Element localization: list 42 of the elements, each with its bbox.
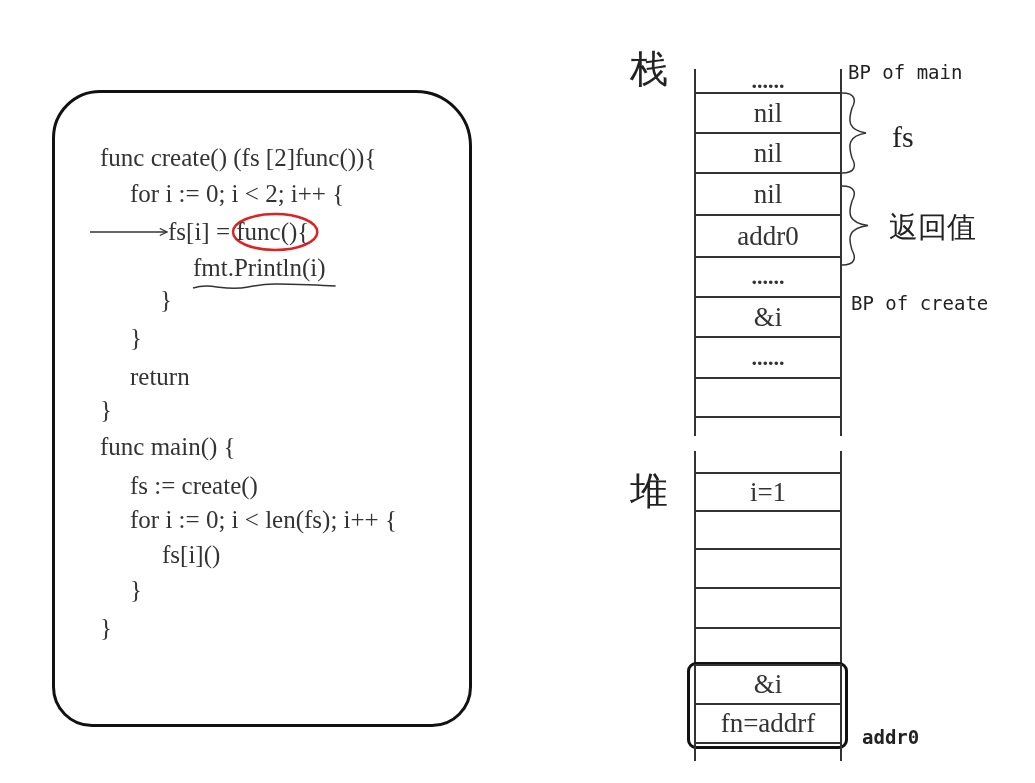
code-line: for i := 0; i < 2; i++ { [130, 179, 345, 209]
address-label: addr0 [862, 726, 920, 748]
memory-cell: fn=addrf [694, 703, 842, 744]
empty-memory-cell [694, 451, 842, 474]
section-label: 栈 [630, 46, 668, 93]
code-line: } [130, 323, 142, 353]
memory-cell: nil [694, 172, 842, 216]
memory-cell: i=1 [694, 472, 842, 512]
empty-memory-cell [694, 377, 842, 418]
code-line: } [160, 285, 172, 315]
memory-cell: nil [694, 92, 842, 134]
memory-cell: ...... [694, 336, 842, 379]
memory-cell: nil [694, 132, 842, 174]
code-line: } [100, 395, 112, 425]
code-line: } [100, 613, 112, 643]
code-line: fmt.Println(i) [193, 253, 326, 283]
empty-memory-cell [694, 587, 842, 629]
highlight-frame [687, 662, 848, 749]
brace-label: 返回值 [889, 209, 976, 246]
empty-memory-cell [694, 742, 842, 761]
empty-memory-cell [694, 548, 842, 589]
code-box [52, 90, 472, 727]
memory-cell: &i [694, 296, 842, 338]
code-line: fs := create() [130, 471, 258, 501]
code-line: for i := 0; i < len(fs); i++ { [130, 505, 397, 535]
memory-cell: &i [694, 664, 842, 705]
empty-memory-cell [694, 416, 842, 436]
pointer-label: BP of main [848, 61, 963, 83]
pointer-label: BP of create [851, 292, 989, 314]
code-line: func create() (fs [2]func()){ [100, 143, 377, 173]
memory-cell: ...... [694, 69, 842, 94]
brace-label: fs [892, 120, 914, 154]
code-line: fs[i] = func(){ [168, 217, 310, 247]
code-line: func main() { [100, 432, 236, 462]
memory-cell: ...... [694, 256, 842, 298]
empty-memory-cell [694, 510, 842, 550]
code-line: fs[i]() [162, 540, 221, 570]
code-line: return [130, 362, 190, 392]
arrow [89, 227, 168, 237]
code-line: } [130, 575, 142, 605]
section-label: 堆 [630, 468, 668, 515]
memory-cell: addr0 [694, 214, 842, 258]
